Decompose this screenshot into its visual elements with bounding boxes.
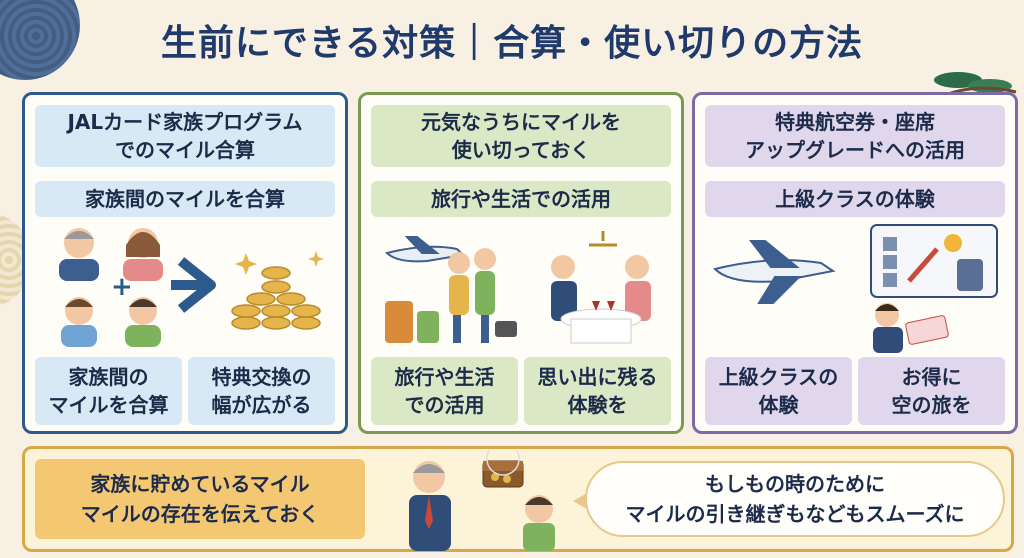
panel-subheader: 旅行や生活での活用: [371, 181, 671, 217]
family-conversation-illustration: [409, 451, 555, 551]
panel-subheader: 上級クラスの体験: [705, 181, 1005, 217]
elder-man-icon: [409, 461, 451, 551]
info-card-text: 思い出に残る 体験を: [537, 365, 658, 417]
panel-header: 特典航空券・座席 アップグレードへの活用: [705, 105, 1005, 167]
speech-bubble: もしもの時のために マイルの引き継ぎもなどもスムーズに: [573, 461, 1005, 537]
dining-couple-icon: [551, 231, 651, 344]
panel-header: 元気なうちにマイルを 使い切っておく: [371, 105, 671, 167]
panel-subheader: 家族間のマイルを合算: [35, 181, 335, 217]
panel-family-program: JALカード家族プログラム でのマイル合算 家族間のマイルを合算 +: [22, 92, 348, 434]
info-card: 上級クラスの 体験: [705, 357, 852, 425]
panel-header-text: 特典航空券・座席 アップグレードへの活用: [745, 110, 965, 162]
panel-header-text: 元気なうちにマイルを 使い切っておく: [421, 110, 621, 162]
airplane-icon: [713, 240, 836, 304]
panel-award-upgrade: 特典航空券・座席 アップグレードへの活用 上級クラスの体験 上級クラスの 体験 …: [692, 92, 1018, 434]
passenger-with-ticket-icon: [873, 303, 949, 353]
info-card-text: お得に 空の旅を: [891, 365, 972, 417]
couple-travelers-icon: [448, 248, 496, 343]
info-card: お得に 空の旅を: [858, 357, 1005, 425]
seat-upgrade-panel-icon: [870, 224, 998, 298]
bottom-banner-label: 家族に貯めているマイル マイルの存在を伝えておく: [35, 459, 365, 539]
info-card: 家族間の マイルを合算: [35, 357, 182, 425]
camera-icon: [495, 321, 517, 337]
family-people-icon: +: [59, 228, 163, 347]
child-icon: [523, 495, 555, 551]
suitcase-icon: [385, 301, 439, 343]
bottom-banner-label-text: 家族に貯めているマイル マイルの存在を伝えておく: [80, 472, 320, 526]
airplane-icon: [385, 236, 466, 263]
info-card: 特典交換の 幅が広がる: [188, 357, 335, 425]
svg-text:+: +: [111, 272, 133, 302]
family-mile-pooling-illustration: +: [59, 228, 324, 347]
info-card-text: 特典交換の 幅が広がる: [211, 365, 312, 417]
speech-bubble-text: もしもの時のために マイルの引き継ぎもなどもスムーズに: [625, 472, 965, 526]
sparkle-icon: [235, 251, 324, 275]
page-title: 生前にできる対策｜合算・使い切りの方法: [160, 23, 864, 64]
upgrade-flight-illustration: [713, 224, 998, 353]
info-card: 旅行や生活 での活用: [371, 357, 518, 425]
treasure-chest-icon: [482, 451, 524, 488]
panel-header: JALカード家族プログラム でのマイル合算: [35, 105, 335, 167]
bottom-banner: 家族に貯めているマイル マイルの存在を伝えておく もしもの時のために マイルの引…: [22, 446, 1014, 552]
info-card-text: 旅行や生活 での活用: [394, 365, 495, 417]
arrow-up-right-icon: [907, 247, 939, 283]
panel-use-miles: 元気なうちにマイルを 使い切っておく 旅行や生活での活用 旅行や生活 での活用 …: [358, 92, 684, 434]
travel-dining-illustration: [385, 231, 651, 344]
chandelier-icon: [589, 231, 617, 247]
info-card: 思い出に残る 体験を: [524, 357, 671, 425]
info-card-text: 上級クラスの 体験: [718, 365, 839, 417]
coin-stack-icon: [231, 266, 321, 330]
panel-header-text: JALカード家族プログラム でのマイル合算: [67, 110, 303, 162]
arrow-right-icon: [177, 257, 216, 313]
pine-branch-icon: [934, 72, 1017, 100]
info-card-text: 家族間の マイルを合算: [48, 365, 169, 417]
